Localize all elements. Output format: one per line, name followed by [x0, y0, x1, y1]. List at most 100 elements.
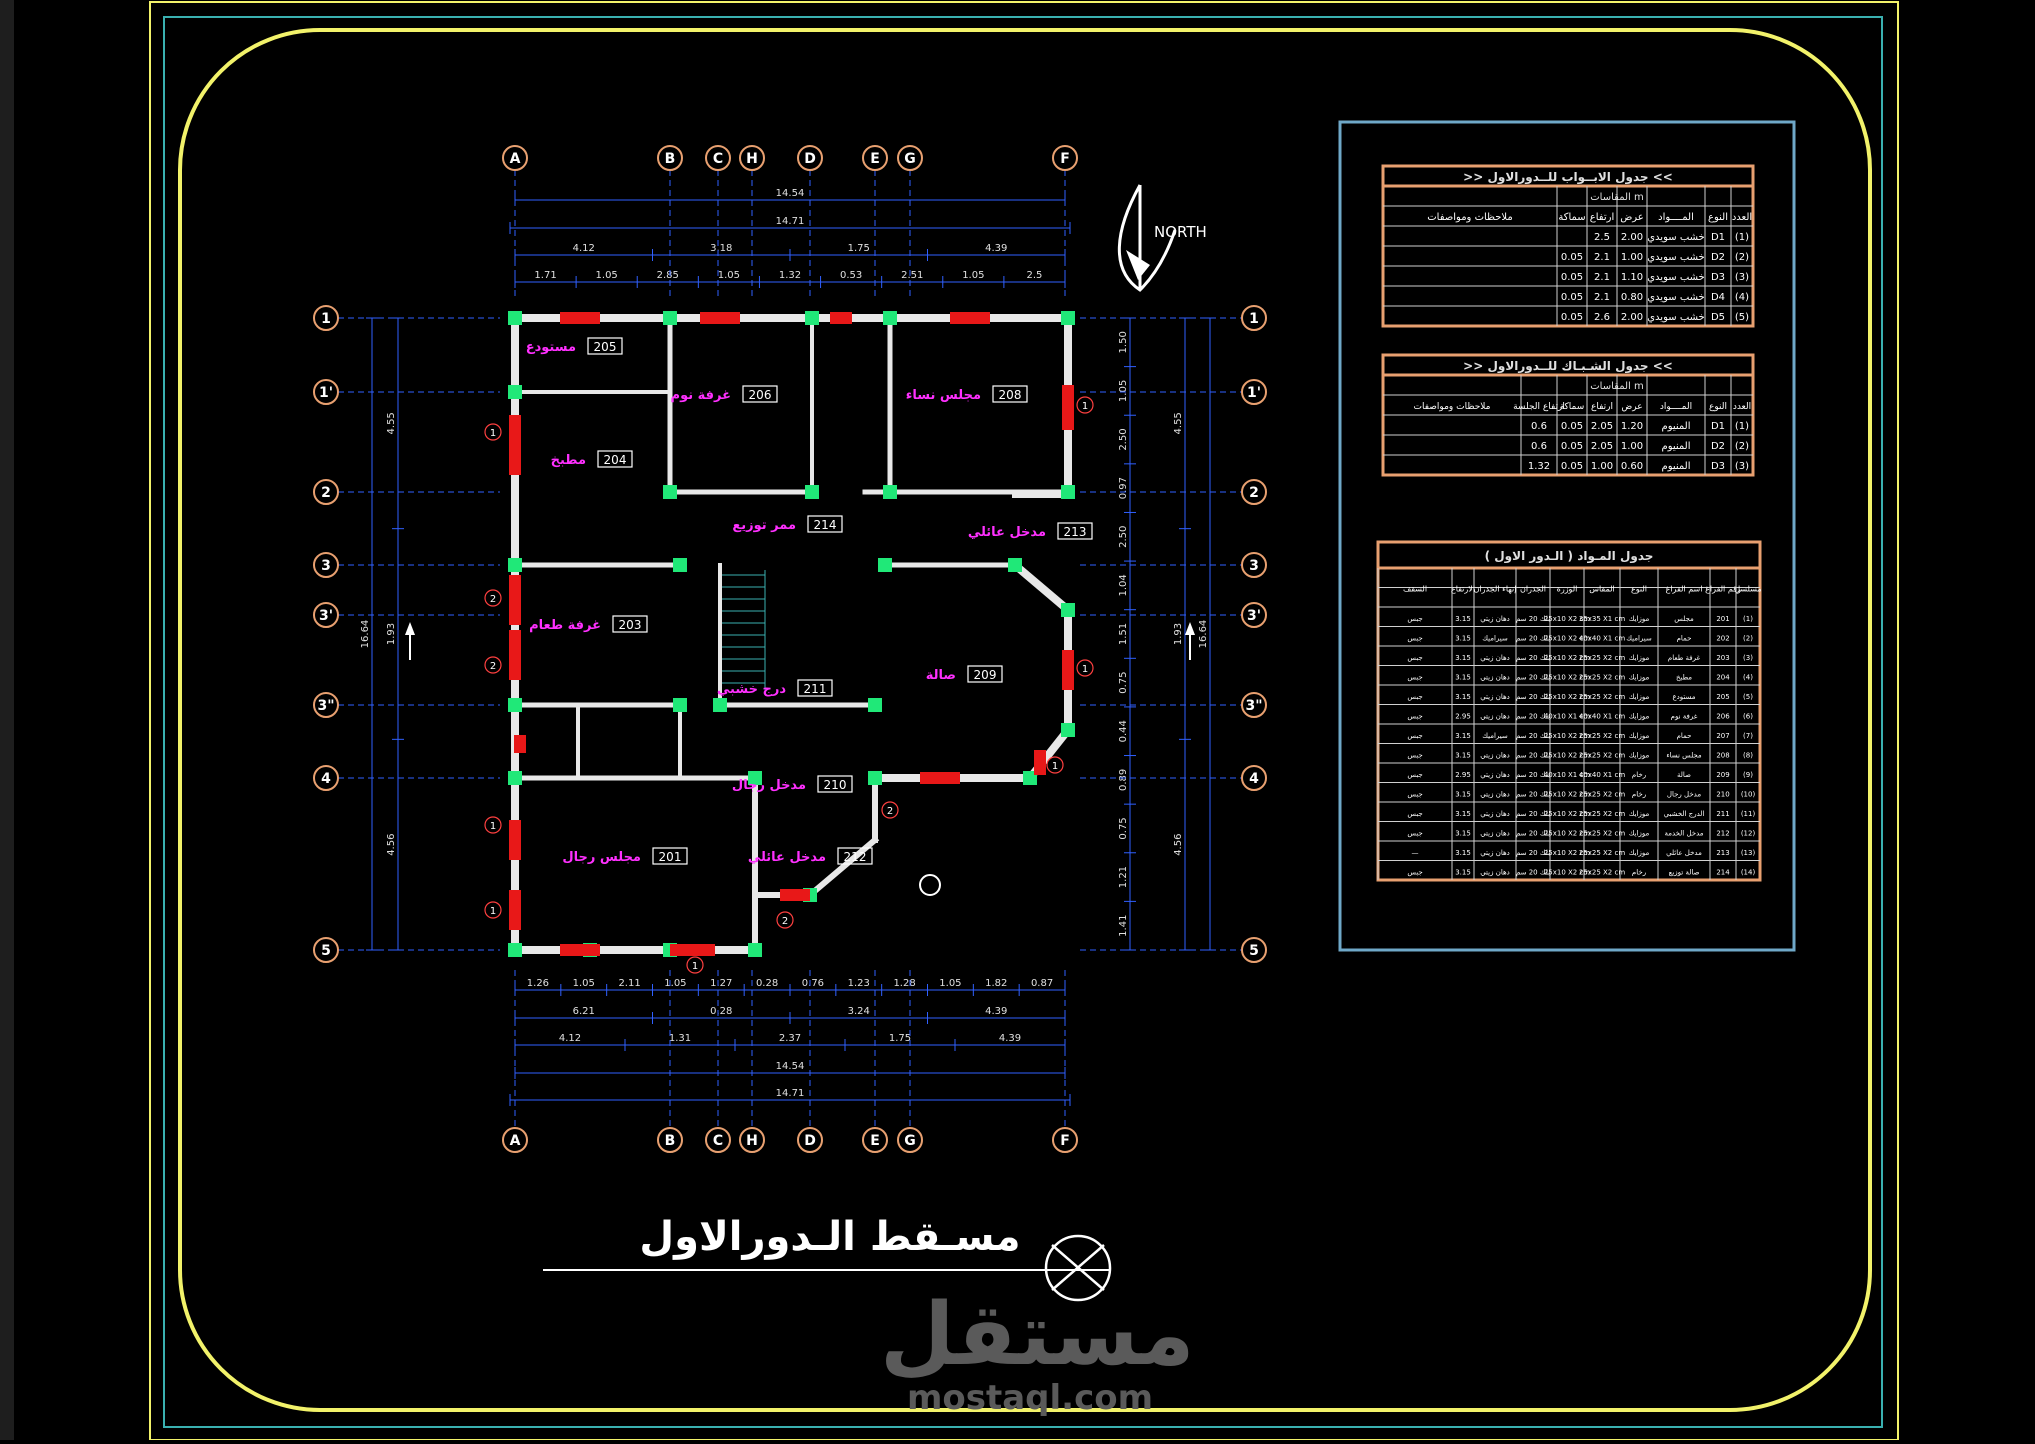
dim-value: 0.97	[1118, 477, 1129, 499]
grid-bubble	[313, 765, 339, 791]
opening	[509, 575, 521, 625]
table-cell: 25x10 X2 cm	[1544, 751, 1591, 759]
window-tag-label: 1	[1082, 401, 1088, 412]
table-cell: 25x10 X2 cm	[1544, 654, 1591, 662]
north-arrow-icon: NORTH	[1117, 184, 1207, 292]
table-cell: (4)	[1743, 673, 1753, 681]
dim-value: 1.82	[985, 978, 1007, 989]
table-cell: (11)	[1741, 810, 1756, 818]
grid-bubble	[739, 1127, 765, 1153]
table-cell: موزايك	[1629, 810, 1650, 818]
table-cell: جبس	[1407, 771, 1422, 779]
room-name: درج خشبي	[717, 682, 786, 697]
column	[748, 943, 762, 957]
column	[663, 485, 677, 499]
table-cell: 25x10 X2 cm	[1544, 673, 1591, 681]
table-cell: 0.05	[1561, 272, 1583, 283]
opening	[950, 312, 990, 324]
grid-bubble	[797, 145, 823, 171]
grid-row-label: 1	[1249, 311, 1259, 327]
column	[508, 771, 522, 785]
opening	[920, 772, 960, 784]
opening	[509, 415, 521, 475]
table-cell: 0.60	[1621, 461, 1643, 472]
table-cell: 2.95	[1455, 712, 1471, 720]
column	[1061, 603, 1075, 617]
table-cell: حمام	[1677, 634, 1692, 642]
window-tag-label: 2	[782, 916, 788, 927]
table-cell: دهان زيتي	[1480, 673, 1510, 681]
room-number: 204	[604, 453, 627, 467]
table-cell: 204	[1716, 673, 1730, 681]
grid-bubble	[1052, 145, 1078, 171]
window-tag	[1046, 756, 1064, 774]
grid-column-label: A	[510, 151, 521, 167]
room-name: صالة	[926, 668, 956, 683]
column	[1061, 311, 1075, 325]
opening	[509, 630, 521, 680]
table-cell: D4	[1711, 292, 1725, 303]
grid-row-label: 2	[321, 485, 331, 501]
table-cell: الوزرة	[1557, 585, 1578, 594]
table-cell: سماكة	[1558, 212, 1585, 223]
table-cell: (7)	[1743, 732, 1753, 740]
table-cell: 3.15	[1455, 829, 1471, 837]
table-cell: المنيوم	[1662, 421, 1691, 432]
dim-value: 16.64	[1198, 620, 1209, 649]
dim-value: 14.71	[776, 1088, 805, 1099]
dim-value: 1.51	[1118, 623, 1129, 645]
table-cell: 25x25 X2 cm	[1579, 810, 1626, 818]
dim-value: 4.12	[559, 1033, 581, 1044]
column	[883, 485, 897, 499]
table-cell: جبس	[1407, 634, 1422, 642]
table-cell: 25x10 X2 cm	[1544, 849, 1591, 857]
dim-value: 0.44	[1118, 720, 1129, 742]
column	[1008, 558, 1022, 572]
table-cell: دهان زيتي	[1480, 829, 1510, 837]
table-cell: 0.05	[1561, 312, 1583, 323]
table-cell: دهان زيتي	[1480, 654, 1510, 662]
dim-value: 0.75	[1118, 817, 1129, 839]
room-number-box	[652, 847, 688, 865]
table-cell: D1	[1711, 232, 1725, 243]
table-cell: —	[1412, 849, 1419, 857]
window-tag-label: 2	[490, 661, 496, 672]
dim-value: 1.05	[596, 270, 618, 281]
room-name: مطبخ	[551, 453, 586, 468]
opening	[700, 312, 740, 324]
table-cell: 3.15	[1455, 732, 1471, 740]
schedule-tables: >> جدول الابــواب للــدورالاول <<المقاسا…	[1376, 164, 1762, 882]
table-cell: مدخل رجال	[1667, 790, 1701, 798]
dim-value: 4.55	[386, 412, 397, 434]
room-number: 210	[824, 778, 847, 792]
dim-value: 3.24	[848, 1006, 870, 1017]
section-arrow-head	[1185, 622, 1195, 635]
table-cell: (3)	[1735, 461, 1749, 472]
table-cell: رخام	[1632, 771, 1646, 779]
table-cell: 0.80	[1621, 292, 1643, 303]
grid-column-label: E	[870, 151, 880, 167]
dim-value: 2.50	[1118, 526, 1129, 548]
window-tag	[484, 816, 502, 834]
grid-bubble	[705, 145, 731, 171]
grid-bubble	[705, 1127, 731, 1153]
grid-column-label: F	[1060, 151, 1070, 167]
dim-value: 2.51	[901, 270, 923, 281]
table-cell: ارتفاع	[1590, 212, 1614, 223]
grid-bubble	[313, 379, 339, 405]
window-tag-label: 1	[490, 821, 496, 832]
table-cell: 1.00	[1621, 252, 1643, 263]
table-cell: 3.15	[1455, 849, 1471, 857]
table-cell: بلك 20 سم	[1516, 615, 1550, 623]
table-cell: المنيوم	[1662, 461, 1691, 472]
grid-row-label: 4	[1249, 771, 1259, 787]
dim-value: 0.53	[840, 270, 862, 281]
table-cell: 2.5	[1594, 232, 1610, 243]
table-cell: خشب سويدي	[1647, 312, 1705, 323]
table-cell: 209	[1716, 771, 1729, 779]
table-cell: D2	[1711, 441, 1725, 452]
column	[508, 311, 522, 325]
